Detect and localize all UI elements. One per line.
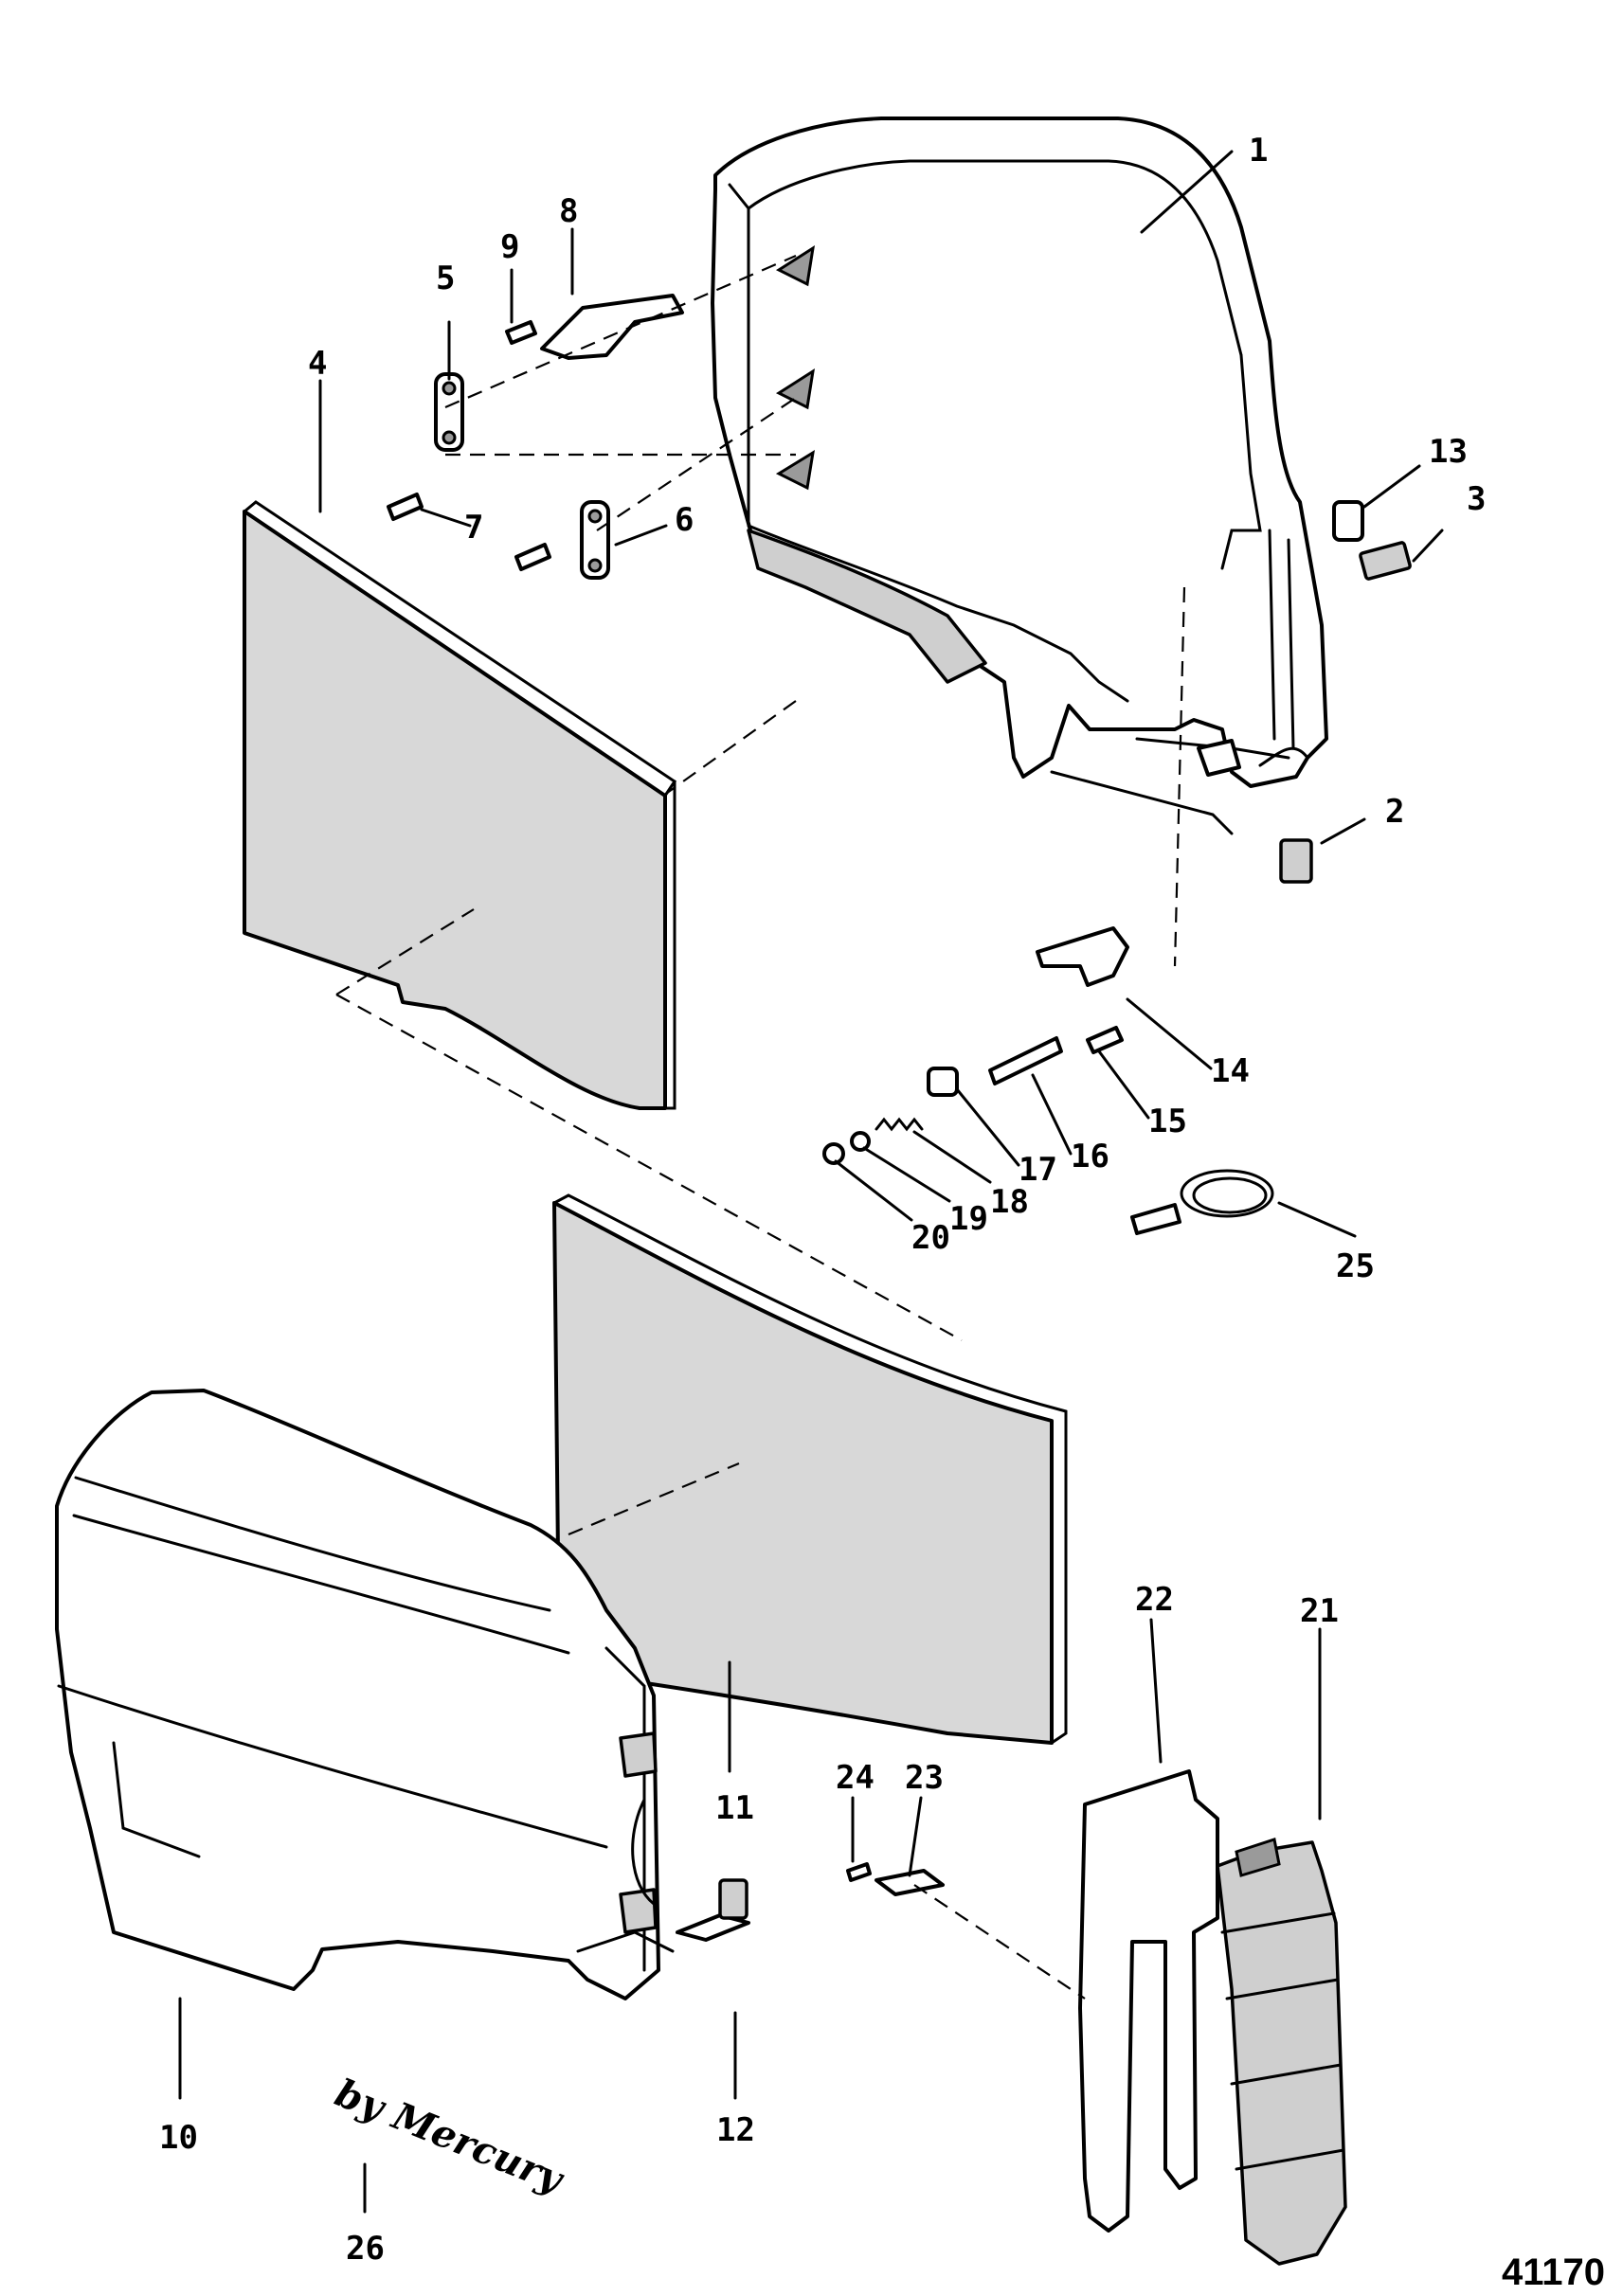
block-2 <box>1279 838 1313 884</box>
screw-24 <box>846 1862 872 1882</box>
callout-10: 10 <box>159 2119 198 2157</box>
callout-11: 11 <box>715 1789 754 1827</box>
washer-19 <box>850 1131 871 1152</box>
callout-15: 15 <box>1148 1103 1187 1140</box>
right-side-panel-part <box>552 1193 1068 1745</box>
callout-24: 24 <box>836 1759 875 1797</box>
callout-16: 16 <box>1071 1138 1109 1175</box>
spring-18 <box>875 1117 924 1132</box>
callout-26: 26 <box>346 2230 385 2268</box>
callout-20: 20 <box>911 1219 950 1257</box>
callout-3: 3 <box>1467 480 1486 518</box>
latch-5 <box>434 372 464 452</box>
leader-lines <box>178 150 1444 2214</box>
callout-2: 2 <box>1385 793 1404 831</box>
callout-6: 6 <box>675 501 694 539</box>
screw-7b <box>514 543 551 571</box>
cable-25 <box>1130 1169 1274 1235</box>
lower-cover-part <box>1216 1838 1347 2266</box>
callout-18: 18 <box>990 1183 1029 1221</box>
callout-7: 7 <box>464 509 483 547</box>
nut-20 <box>822 1142 845 1165</box>
callout-22: 22 <box>1135 1581 1174 1619</box>
screw-15 <box>1086 1026 1124 1054</box>
latch-14 <box>1036 926 1129 987</box>
callout-17: 17 <box>1019 1151 1057 1189</box>
rear-cowl-part <box>711 117 1328 835</box>
callout-23: 23 <box>905 1759 944 1797</box>
left-side-panel-part <box>243 500 677 1110</box>
front-cowl-part <box>55 1389 750 2000</box>
latch-6 <box>580 500 610 580</box>
callout-19: 19 <box>949 1200 988 1238</box>
callout-21: 21 <box>1300 1592 1339 1630</box>
clip-23 <box>875 1869 945 1896</box>
callout-14: 14 <box>1211 1052 1250 1090</box>
callout-9: 9 <box>500 228 519 266</box>
bracket-8 <box>540 294 684 360</box>
clip-13 <box>1332 500 1364 542</box>
screw-7a <box>387 493 424 521</box>
callout-1: 1 <box>1249 132 1268 170</box>
drawing-number: 41170 <box>1502 2251 1605 2293</box>
seal-bracket-part <box>1078 1769 1219 2233</box>
callout-8: 8 <box>559 192 578 230</box>
assembly-lines <box>335 254 1186 2000</box>
callout-5: 5 <box>436 260 455 297</box>
rod-16 <box>988 1036 1063 1085</box>
callout-13: 13 <box>1429 433 1468 471</box>
block-12 <box>718 1878 748 1920</box>
callout-25: 25 <box>1336 1247 1375 1285</box>
screw-9 <box>505 320 537 345</box>
callout-4: 4 <box>308 345 327 383</box>
sleeve-17 <box>927 1067 959 1097</box>
pad-3 <box>1359 541 1412 581</box>
callout-labels: 1 2 3 4 5 6 7 8 9 10 11 12 13 14 15 16 1… <box>159 132 1486 2268</box>
callout-12: 12 <box>716 2111 755 2149</box>
